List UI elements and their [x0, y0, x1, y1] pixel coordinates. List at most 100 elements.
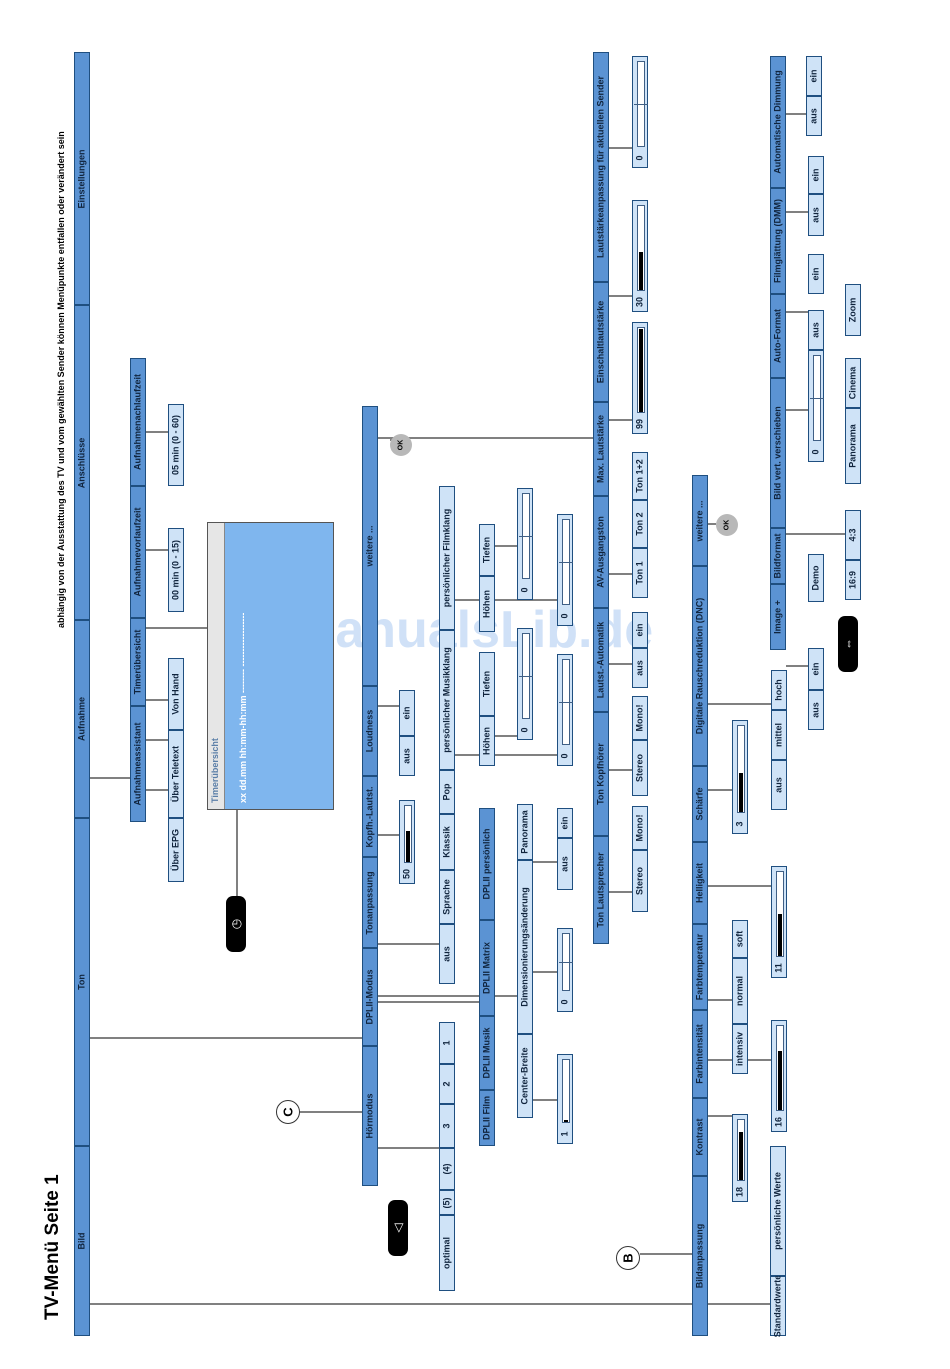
weitere-anpassung[interactable]: Lautstärkeanpassung für aktuellen Sender	[593, 52, 609, 282]
opt-ueber-epg[interactable]: Über EPG	[168, 818, 184, 882]
dimmung-aus[interactable]: aus	[806, 96, 822, 136]
dmm-aus[interactable]: aus	[808, 194, 824, 236]
hoermodus-2[interactable]: 2	[439, 1064, 455, 1104]
tonanpassung-klassik[interactable]: Klassik	[439, 814, 455, 870]
bild-standardwerte[interactable]: Standardwerte	[770, 1275, 786, 1337]
dimension-slider[interactable]: 0	[557, 928, 573, 1012]
hoermodus-3[interactable]: 3	[439, 1104, 455, 1148]
musik-hoehen-slider[interactable]: 0	[517, 628, 533, 740]
bild-persoenliche-werte[interactable]: persönliche Werte	[770, 1146, 786, 1276]
film-hoehen[interactable]: Höhen	[479, 576, 495, 632]
dpl-musik[interactable]: DPLII Musik	[479, 1016, 495, 1090]
film-tiefen[interactable]: Tiefen	[479, 524, 495, 576]
image-demo[interactable]: Demo	[808, 554, 824, 602]
farbint-slider[interactable]: 16	[771, 1020, 787, 1132]
bild-image-plus[interactable]: Image +	[770, 584, 786, 650]
tonanpassung-musikklang[interactable]: persönlicher Musikklang	[439, 630, 455, 770]
lautsprecher-mono[interactable]: Mono!	[632, 806, 648, 850]
image-ein[interactable]: ein	[808, 648, 824, 690]
ton-kopfh-lautst[interactable]: Kopfh.-Lautst.	[362, 776, 378, 857]
autoformat-ein[interactable]: ein	[808, 254, 824, 294]
bild-kontrast[interactable]: Kontrast	[692, 1098, 708, 1176]
kopfh-slider[interactable]: 50	[399, 800, 415, 884]
bild-dnc[interactable]: Digitale Rauschreduktion (DNC)	[692, 566, 708, 766]
weitere-einschalt[interactable]: Einschaltlautstärke	[593, 282, 609, 402]
nachlauf-value[interactable]: 05 min (0 - 60)	[168, 404, 184, 486]
ton-weitere[interactable]: weitere ...	[362, 406, 378, 686]
format-cinema[interactable]: Cinema	[845, 358, 861, 408]
kopfhoerer-mono[interactable]: Mono!	[632, 696, 648, 740]
bild-vert-verschieben[interactable]: Bild vert. verschieben	[770, 378, 786, 528]
marker-b[interactable]: B	[616, 1246, 640, 1270]
dmm-ein[interactable]: ein	[808, 156, 824, 194]
bild-dmm[interactable]: Filmglättung (DMM)	[770, 188, 786, 294]
ok-button-ton[interactable]: OK	[390, 434, 412, 456]
ton-hoermodus[interactable]: Hörmodus	[362, 1046, 378, 1186]
farbtemp-normal[interactable]: normal	[732, 958, 748, 1024]
automatik-aus[interactable]: aus	[632, 648, 648, 688]
lautsprecher-stereo[interactable]: Stereo	[632, 850, 648, 912]
musik-tiefen-slider[interactable]: 0	[557, 654, 573, 766]
helligkeit-slider[interactable]: 11	[771, 866, 787, 978]
format-4-3[interactable]: 4:3	[845, 510, 861, 560]
center-breite-slider[interactable]: 1	[557, 1054, 573, 1144]
format-zoom[interactable]: Zoom	[845, 284, 861, 336]
schaerfe-slider[interactable]: 3	[732, 720, 748, 834]
dnc-mittel[interactable]: mittel	[771, 710, 787, 760]
dnc-hoch[interactable]: hoch	[771, 670, 787, 710]
format-16-9[interactable]: 16:9	[845, 560, 861, 600]
dpl-matrix[interactable]: DPLII Matrix	[479, 920, 495, 1016]
ton-dpl-modus[interactable]: DPLII-Modus	[362, 948, 378, 1046]
menu-ton[interactable]: Ton	[74, 818, 90, 1146]
menu-aufnahme[interactable]: Aufnahme	[74, 620, 90, 818]
hoermodus-5[interactable]: (5)	[439, 1190, 455, 1215]
bild-weitere[interactable]: weitere ...	[692, 475, 708, 566]
weitere-automatik[interactable]: Lautst.-Automatik	[593, 608, 609, 712]
film-tiefen-slider[interactable]: 0	[557, 514, 573, 626]
vorlauf-value[interactable]: 00 min (0 - 15)	[168, 528, 184, 612]
av-ton12[interactable]: Ton 1+2	[632, 452, 648, 500]
musik-tiefen[interactable]: Tiefen	[479, 652, 495, 716]
image-aus[interactable]: aus	[808, 690, 824, 730]
ton-tonanpassung[interactable]: Tonanpassung	[362, 857, 378, 948]
menu-anschluesse[interactable]: Anschlüsse	[74, 305, 90, 620]
panorama-aus[interactable]: aus	[557, 838, 573, 890]
tonanpassung-sprache[interactable]: Sprache	[439, 870, 455, 924]
farbtemp-soft[interactable]: soft	[732, 920, 748, 958]
tonanpassung-filmklang[interactable]: persönlicher Filmklang	[439, 486, 455, 630]
dpl-center-breite[interactable]: Center-Breite	[517, 1034, 533, 1118]
dpl-dimensionierung[interactable]: Dimensionierungsänderung	[517, 860, 533, 1034]
panorama-ein[interactable]: ein	[557, 808, 573, 838]
automatik-ein[interactable]: ein	[632, 612, 648, 648]
bild-auto-format[interactable]: Auto-Format	[770, 294, 786, 378]
weitere-kopfhoerer[interactable]: Ton Kopfhörer	[593, 712, 609, 836]
menu-einstellungen[interactable]: Einstellungen	[74, 52, 90, 305]
speaker-button[interactable]: ◁	[388, 1200, 408, 1256]
farbtemp-intensiv[interactable]: intensiv	[732, 1024, 748, 1074]
dpl-panorama[interactable]: Panorama	[517, 804, 533, 860]
einschalt-slider[interactable]: 30	[632, 200, 648, 312]
timer-clock-button[interactable]: ◷	[226, 896, 246, 952]
kopfhoerer-stereo[interactable]: Stereo	[632, 740, 648, 796]
bild-farbtemperatur[interactable]: Farbtemperatur	[692, 924, 708, 1010]
hoermodus-1[interactable]: 1	[439, 1022, 455, 1064]
bild-schaerfe[interactable]: Schärfe	[692, 766, 708, 842]
max-slider[interactable]: 99	[632, 322, 648, 434]
format-panorama[interactable]: Panorama	[845, 408, 861, 484]
loudness-ein[interactable]: ein	[399, 690, 415, 736]
aufnahme-assistant[interactable]: Aufnahmeassistant	[130, 706, 146, 822]
opt-ueber-teletext[interactable]: Über Teletext	[168, 730, 184, 818]
ok-button-bild[interactable]: OK	[716, 514, 738, 536]
bild-helligkeit[interactable]: Helligkeit	[692, 842, 708, 924]
aufnahme-timer[interactable]: Timerübersicht	[130, 618, 146, 706]
verschieben-slider[interactable]: 0	[808, 350, 824, 462]
bild-bildformat[interactable]: Bildformat	[770, 528, 786, 584]
dpl-persoenlich[interactable]: DPLII persönlich	[479, 808, 495, 920]
weitere-av-ausgang[interactable]: AV-Ausgangston	[593, 496, 609, 608]
film-hoehen-slider[interactable]: 0	[517, 488, 533, 600]
bild-farbintensitaet[interactable]: Farbintensität	[692, 1010, 708, 1098]
anpassung-slider[interactable]: 0	[632, 56, 648, 168]
dnc-aus[interactable]: aus	[771, 760, 787, 810]
kontrast-slider[interactable]: 18	[732, 1114, 748, 1202]
musik-hoehen[interactable]: Höhen	[479, 716, 495, 766]
